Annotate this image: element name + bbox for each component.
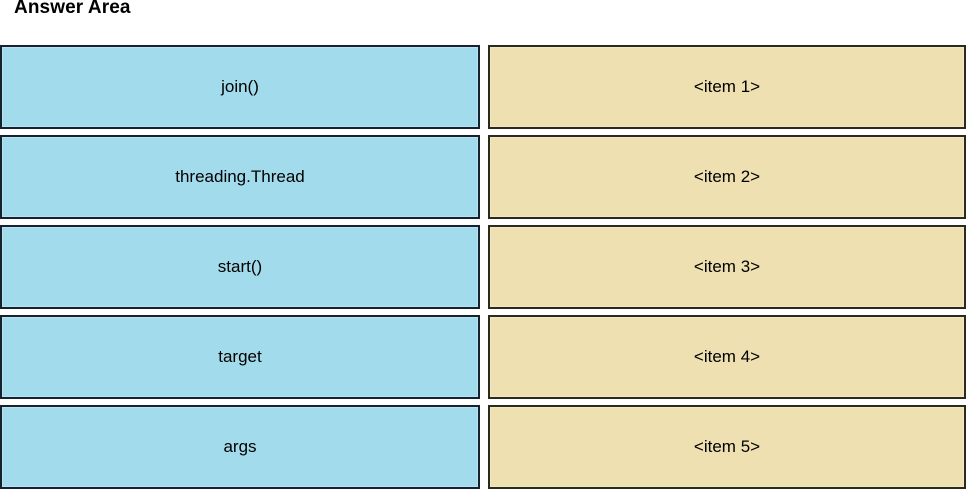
answer-slot-3[interactable]: <item 4> (488, 315, 966, 399)
source-token-label: args (223, 437, 257, 456)
source-token-label: threading.Thread (175, 167, 305, 186)
answer-slot-label: <item 5> (693, 437, 761, 456)
answer-slot-label: <item 1> (693, 77, 761, 96)
source-token-2[interactable]: start() (0, 225, 480, 309)
source-token-label: target (218, 347, 262, 366)
answer-slots-column: <item 1> <item 2> <item 3> <item 4> <ite… (488, 45, 966, 489)
page-title: Answer Area (14, 0, 131, 18)
answer-slot-label: <item 3> (693, 257, 761, 276)
answer-slot-label: <item 4> (693, 347, 761, 366)
answer-slot-4[interactable]: <item 5> (488, 405, 966, 489)
answer-slot-1[interactable]: <item 2> (488, 135, 966, 219)
source-token-4[interactable]: args (0, 405, 480, 489)
source-token-3[interactable]: target (0, 315, 480, 399)
answer-slot-0[interactable]: <item 1> (488, 45, 966, 129)
source-token-0[interactable]: join() (0, 45, 480, 129)
answer-slot-2[interactable]: <item 3> (488, 225, 966, 309)
source-token-1[interactable]: threading.Thread (0, 135, 480, 219)
answer-slot-label: <item 2> (693, 167, 761, 186)
source-tokens-column: join() threading.Thread start() target a… (0, 45, 480, 489)
source-token-label: start() (217, 257, 263, 276)
source-token-label: join() (221, 77, 259, 96)
